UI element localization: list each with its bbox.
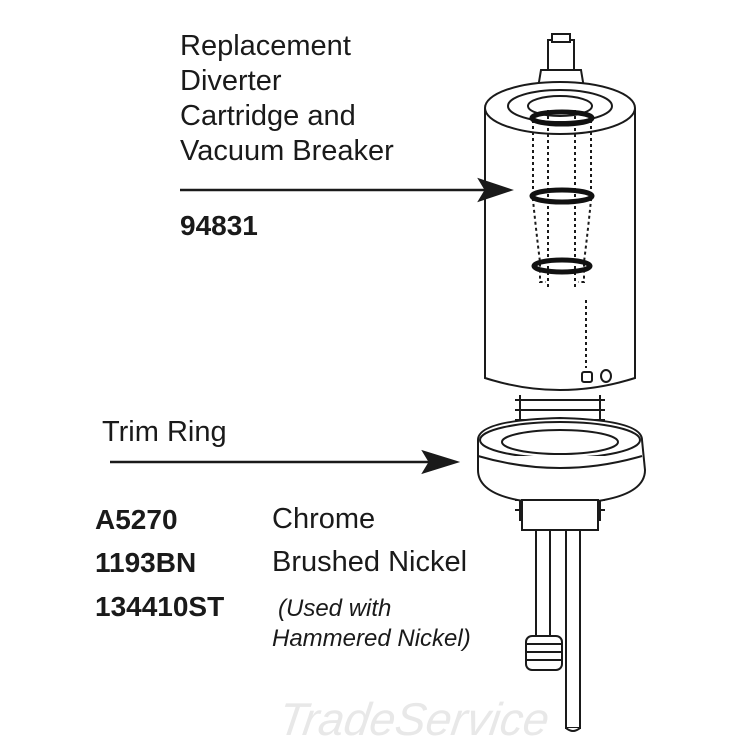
stem-top	[547, 39, 575, 71]
cartridge-title: Replacement Diverter Cartridge and Vacuu…	[180, 30, 394, 171]
o-ring	[529, 109, 595, 127]
o-ring	[529, 187, 595, 205]
watermark: TradeService	[275, 693, 552, 745]
finish-note-line: Hammered Nickel)	[272, 625, 471, 652]
cartridge-part-number: 94831	[180, 210, 258, 241]
trim-ring-title: Trim Ring	[102, 416, 227, 448]
o-ring	[531, 257, 593, 275]
cartridge-body	[484, 108, 636, 391]
part-number-brushed-nickel: 1193BN	[95, 547, 197, 578]
cartridge-title-line: Diverter	[180, 65, 282, 97]
rod	[565, 529, 581, 729]
cartridge-title-line: Cartridge and	[180, 100, 356, 132]
finish-brushed-nickel: Brushed Nickel	[272, 546, 468, 578]
finish-chrome: Chrome	[272, 503, 376, 535]
part-number-chrome: A5270	[95, 504, 178, 535]
finish-hammered-nickel: (Used with Hammered Nickel)	[272, 594, 471, 654]
rod	[535, 529, 551, 641]
finish-note-line: (Used with	[278, 595, 392, 622]
cartridge-title-line: Replacement	[180, 30, 351, 62]
part-number-hammered-nickel: 134410ST	[95, 591, 225, 622]
cartridge-title-line: Vacuum Breaker	[180, 135, 394, 167]
